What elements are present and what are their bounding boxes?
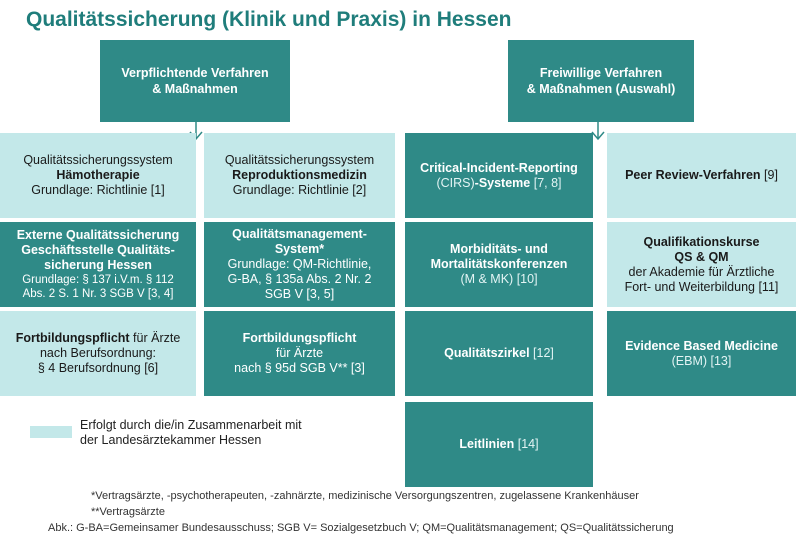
header-mandatory: Verpflichtende Verfahren & Maßnahmen [100, 40, 290, 122]
fortb1-suffix: für Ärzte [129, 331, 181, 345]
box-reproduktionsmedizin: Qualitätssicherungssystem Reproduktionsm… [204, 133, 395, 218]
haemotherapie-line2: Hämotherapie [56, 168, 140, 182]
fortb2-line2: für Ärzte [275, 346, 324, 360]
qm-line1: Qualitätsmanagement- [232, 227, 367, 241]
extern-line2: Geschäftsstelle Qualitäts- [21, 243, 175, 257]
leitlinien-label: Leitlinien [459, 437, 515, 451]
footnote-vertragsaerzte: *Vertragsärzte, -psychotherapeuten, -zah… [91, 490, 639, 502]
haemotherapie-line3: Grundlage: Richtlinie [1] [31, 183, 165, 197]
fortb1-line3: § 4 Berufsordnung [6] [37, 361, 159, 375]
mmk-line1: Morbiditäts- und [450, 242, 548, 256]
qm-line2: System* [274, 242, 325, 256]
header-voluntary-line2: & Maßnahmen (Auswahl) [526, 82, 676, 96]
fortb2-line3: nach § 95d SGB V** [3] [234, 361, 365, 375]
box-qualifikationskurse: Qualifikationskurse QS & QM der Akademie… [607, 222, 796, 307]
box-ebm: Evidence Based Medicine (EBM) [13] [607, 311, 796, 396]
footnote-vertragsaerzte-2: **Vertragsärzte [91, 506, 165, 518]
fortb1-line2: nach Berufsordnung: [39, 346, 157, 360]
fortb2-line1: Fortbildungspflicht [242, 331, 357, 345]
box-peer-review: Peer Review-Verfahren [9] [607, 133, 796, 218]
box-externe-qs: Externe Qualitätssicherung Geschäftsstel… [0, 222, 196, 307]
fortb1-label: Fortbildungspflicht [15, 331, 130, 345]
right-arrow-head [591, 131, 605, 141]
zirkel-line1: Qualitätszirkel [12] [444, 346, 554, 361]
kurse-line1: Qualifikationskurse [643, 234, 760, 249]
kurse-line3: der Akademie für Ärztliche [628, 264, 775, 279]
box-haemotherapie: Qualitätssicherungssystem Hämotherapie G… [0, 133, 196, 218]
fortb1-line1: Fortbildungspflicht für Ärzte [16, 331, 181, 346]
extern-line3: sicherung Hessen [44, 258, 152, 272]
peer-line1: Peer Review-Verfahren [9] [625, 168, 778, 183]
legend-line1: Erfolgt durch die/in Zusammenarbeit mit [80, 418, 302, 432]
box-qm-system: Qualitätsmanagement- System* Grundlage: … [204, 222, 395, 307]
reproduktion-line1: Qualitätssicherungssystem [224, 153, 375, 167]
kurse-line4: Fort- und Weiterbildung [11] [624, 279, 779, 294]
qm-line4: G-BA, § 135a Abs. 2 Nr. 2 [227, 272, 372, 286]
page-title: Qualitätssicherung (Klinik und Praxis) i… [26, 8, 512, 31]
qm-line5: SGB V [3, 5] [264, 287, 335, 301]
extern-line4: Grundlage: § 137 i.V.m. § 112 [22, 274, 174, 286]
header-mandatory-line2: & Maßnahmen [152, 82, 238, 96]
mmk-line2: Mortalitätskonferenzen [430, 257, 568, 271]
leitlinien-line1: Leitlinien [14] [459, 437, 538, 452]
kurse-line2: QS & QM [674, 249, 729, 264]
peer-ref: [9] [760, 168, 778, 182]
header-mandatory-line1: Verpflichtende Verfahren [121, 66, 269, 80]
box-qualitaetszirkel: Qualitätszirkel [12] [405, 311, 593, 396]
legend-swatch [30, 426, 72, 438]
ebm-line2: (EBM) [13] [671, 353, 732, 368]
cirs-line1: Critical-Incident-Reporting [420, 160, 578, 175]
header-voluntary-line1: Freiwillige Verfahren [539, 66, 663, 80]
haemotherapie-line1: Qualitätssicherungssystem [23, 153, 173, 167]
box-cirs: Critical-Incident-Reporting (CIRS)-Syste… [405, 133, 593, 218]
legend-line2: der Landesärztekammer Hessen [80, 433, 262, 447]
cirs-abbr: (CIRS) [436, 175, 475, 190]
leitlinien-ref: [14] [514, 437, 539, 451]
cirs-line2: (CIRS)-Systeme [7, 8] [436, 176, 561, 191]
extern-line5: Abs. 2 S. 1 Nr. 3 SGB V [3, 4] [22, 288, 174, 300]
cirs-systeme: -Systeme [474, 175, 531, 190]
reproduktion-line2: Reproduktionsmedizin [232, 168, 367, 182]
box-mmk: Morbiditäts- und Mortalitätskonferenzen … [405, 222, 593, 307]
reproduktion-line3: Grundlage: Richtlinie [2] [232, 183, 367, 197]
peer-label: Peer Review-Verfahren [625, 168, 761, 182]
legend-text: Erfolgt durch die/in Zusammenarbeit mit … [80, 418, 302, 448]
extern-line1: Externe Qualitätssicherung [16, 228, 180, 242]
box-leitlinien: Leitlinien [14] [405, 402, 593, 487]
header-voluntary: Freiwillige Verfahren & Maßnahmen (Auswa… [508, 40, 694, 122]
mmk-line3: (M & MK) [10] [460, 272, 538, 286]
box-fortbildung-berufsordnung: Fortbildungspflicht für Ärzte nach Beruf… [0, 311, 196, 396]
zirkel-ref: [12] [529, 346, 554, 360]
qm-line3: Grundlage: QM-Richtlinie, [227, 257, 372, 271]
zirkel-label: Qualitätszirkel [444, 346, 530, 360]
box-fortbildung-sgb: Fortbildungspflicht für Ärzte nach § 95d… [204, 311, 395, 396]
footnote-abbreviations: Abk.: G-BA=Gemeinsamer Bundesausschuss; … [48, 522, 674, 534]
ebm-line1: Evidence Based Medicine [625, 338, 778, 353]
cirs-ref: [7, 8] [530, 175, 562, 190]
